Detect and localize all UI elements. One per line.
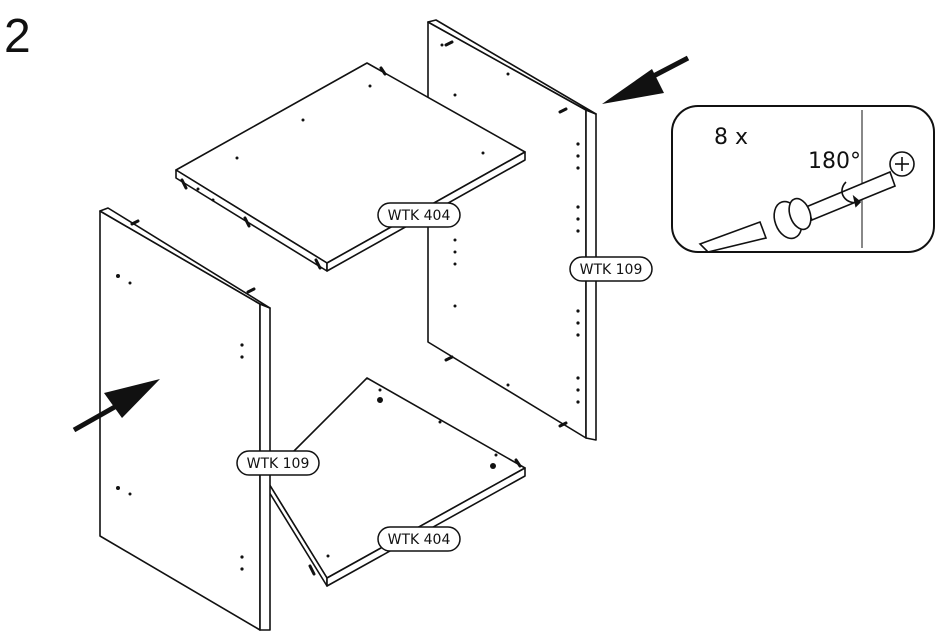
svg-text:WTK 404: WTK 404: [388, 208, 451, 224]
front-side-panel: [99, 207, 271, 631]
svg-text:WTK 109: WTK 109: [247, 456, 310, 472]
svg-text:WTK 404: WTK 404: [388, 532, 451, 548]
dowel-pins: [444, 40, 568, 428]
arrow-right-pointing: [72, 379, 160, 433]
detail-quantity: 8 x: [714, 125, 748, 150]
label-back-side-panel: WTK 109: [569, 256, 653, 282]
detail-inset: 8 x 180°: [671, 105, 935, 253]
svg-text:WTK 109: WTK 109: [580, 262, 643, 278]
label-front-side-panel: WTK 109: [236, 450, 320, 476]
label-top-shelf: WTK 404: [377, 202, 461, 228]
step-number: 2: [4, 10, 31, 63]
arrow-left-pointing: [602, 55, 690, 104]
label-bottom-shelf: WTK 404: [377, 526, 461, 552]
back-side-panel: [427, 19, 597, 441]
detail-rotation: 180°: [808, 149, 861, 174]
cam-dowel-icon: [698, 151, 915, 253]
bottom-shelf: [265, 377, 526, 587]
